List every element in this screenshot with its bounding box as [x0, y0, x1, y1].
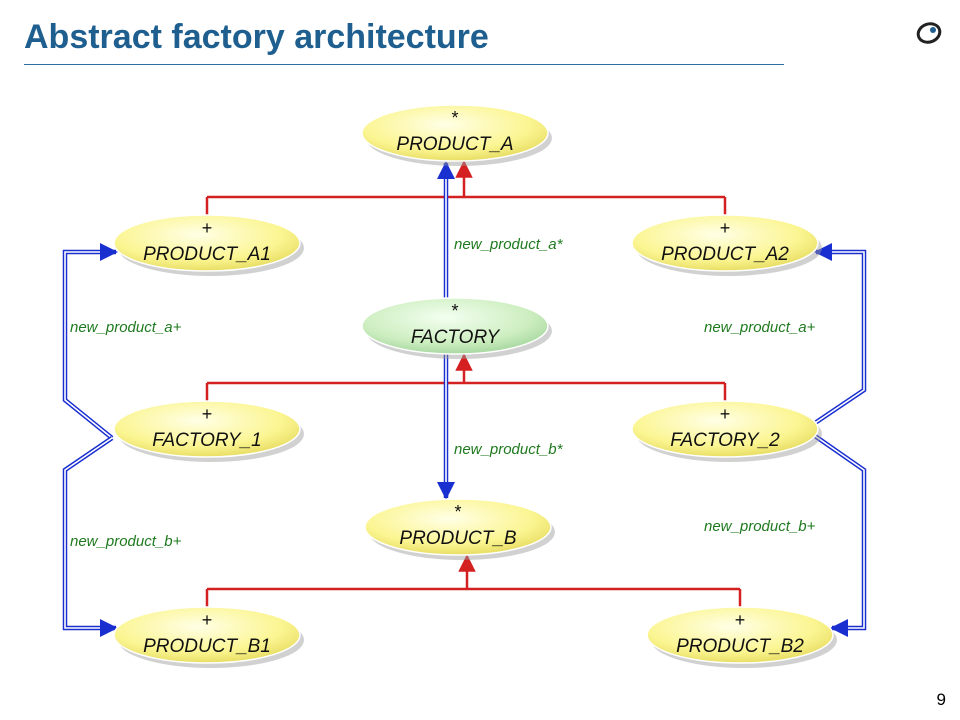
- class-factory_2[interactable]: + FACTORY_2: [631, 400, 822, 462]
- client-link-factory_2-product_b2: [813, 434, 867, 637]
- slide-title: Abstract factory architecture: [24, 18, 489, 56]
- feature-label: new_product_b+: [704, 518, 816, 535]
- class-product_a2[interactable]: + PRODUCT_A2: [631, 214, 822, 276]
- class-marker: +: [202, 610, 213, 630]
- page-number: 9: [936, 690, 946, 709]
- class-name: FACTORY_1: [152, 430, 261, 451]
- feature-label: new_product_a+: [70, 319, 182, 336]
- class-name: PRODUCT_B2: [676, 636, 804, 657]
- class-product_a[interactable]: * PRODUCT_A: [361, 104, 552, 166]
- class-product_a1[interactable]: + PRODUCT_A1: [113, 214, 304, 276]
- class-marker: *: [454, 502, 461, 522]
- class-product_b1[interactable]: + PRODUCT_B1: [113, 606, 304, 668]
- class-marker: +: [720, 218, 731, 238]
- client-link-factory_2-product_a2: [813, 243, 867, 425]
- class-marker: +: [735, 610, 746, 630]
- class-product_b[interactable]: * PRODUCT_B: [364, 498, 555, 560]
- feature-label: new_product_b*: [454, 441, 564, 458]
- class-factory_1[interactable]: + FACTORY_1: [113, 400, 304, 462]
- feature-label: new_product_b+: [70, 533, 182, 550]
- class-marker: *: [451, 301, 458, 321]
- class-name: PRODUCT_A1: [143, 244, 271, 265]
- eiffel-logo-icon: [916, 22, 942, 44]
- inheritance-product_a: [205, 160, 727, 217]
- class-name: PRODUCT_A2: [661, 244, 789, 265]
- class-name: PRODUCT_B: [399, 528, 517, 549]
- class-product_b2[interactable]: + PRODUCT_B2: [646, 606, 837, 668]
- class-name: FACTORY: [411, 327, 501, 348]
- feature-label: new_product_a+: [704, 319, 816, 336]
- class-name: FACTORY_2: [670, 430, 780, 451]
- feature-label: new_product_a*: [454, 236, 564, 253]
- class-factory[interactable]: * FACTORY: [361, 297, 552, 359]
- inheritance-product_b: [205, 554, 742, 609]
- class-marker: +: [720, 404, 731, 424]
- class-name: PRODUCT_A: [396, 134, 513, 155]
- client-link-factory_1-product_a1: [62, 243, 118, 440]
- inheritance-factory: [205, 353, 727, 403]
- title-underline: [24, 64, 784, 65]
- class-marker: *: [451, 108, 458, 128]
- class-marker: +: [202, 218, 213, 238]
- class-name: PRODUCT_B1: [143, 636, 271, 657]
- class-marker: +: [202, 404, 213, 424]
